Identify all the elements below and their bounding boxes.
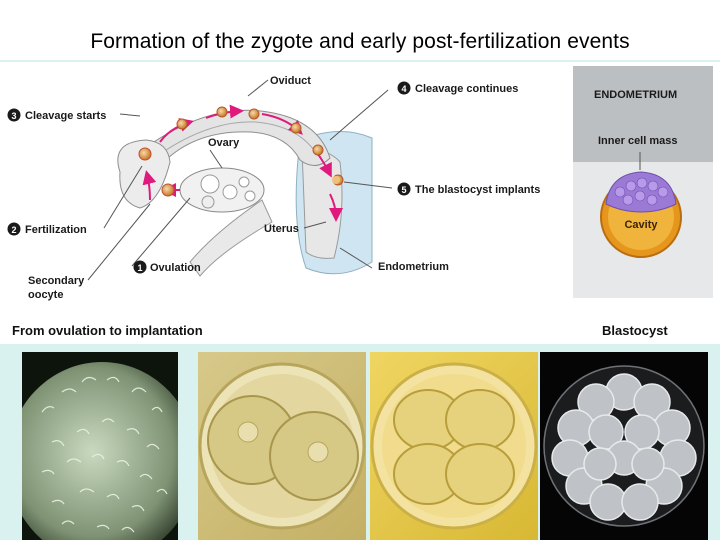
svg-text:The blastocyst implants: The blastocyst implants (415, 184, 540, 196)
secondary-oocyte-cell (162, 184, 174, 196)
photo-two-cell-stage (198, 352, 366, 540)
step-4-cleavage-continues: 4 Cleavage continues (398, 82, 519, 96)
label-uterus: Uterus (264, 223, 299, 235)
endometrium-lining (302, 150, 342, 259)
blastocyst-inset: ENDOMETRIUM Inner cell mass Cavity Blast… (573, 66, 713, 338)
ovary (180, 168, 264, 212)
step-1-ovulation: 1 Ovulation (134, 261, 202, 275)
svg-text:5: 5 (401, 185, 406, 195)
label-secondary: Secondary (28, 275, 85, 287)
label-cavity: Cavity (624, 219, 658, 231)
svg-text:3: 3 (11, 111, 16, 121)
label-oviduct: Oviduct (270, 75, 311, 87)
cleavage-cell-4 (291, 123, 301, 133)
caption-blastocyst: Blastocyst (602, 323, 668, 338)
cleavage-cell-3 (249, 109, 259, 119)
caption-ovulation-implantation: From ovulation to implantation (12, 323, 203, 338)
svg-text:Fertilization: Fertilization (25, 224, 87, 236)
svg-text:Cleavage continues: Cleavage continues (415, 83, 518, 95)
slide-title: Formation of the zygote and early post-f… (0, 30, 720, 54)
photo-four-cell-stage (370, 352, 538, 540)
step-3-cleavage-starts: 3 Cleavage starts (8, 109, 107, 123)
label-endometrium-inset: ENDOMETRIUM (594, 89, 677, 101)
reproduction-diagram: Oviduct Ovary Uterus Endometrium Seconda… (0, 62, 720, 344)
svg-text:Cleavage starts: Cleavage starts (25, 110, 106, 122)
photo-morula (540, 352, 708, 540)
svg-text:Ovulation: Ovulation (150, 262, 201, 274)
svg-text:1: 1 (137, 263, 142, 273)
label-oocyte: oocyte (28, 289, 63, 301)
label-inner-cell-mass: Inner cell mass (598, 135, 678, 147)
morula-cell (313, 145, 323, 155)
cleavage-cell-2 (217, 107, 227, 117)
svg-text:4: 4 (401, 84, 406, 94)
cleavage-cell-1 (177, 119, 187, 129)
implanting-blastocyst (332, 176, 340, 184)
step-2-fertilization: 2 Fertilization (8, 223, 88, 237)
diagram-panel: Oviduct Ovary Uterus Endometrium Seconda… (0, 62, 720, 344)
label-ovary: Ovary (208, 137, 240, 149)
photo-sperm-egg (22, 352, 178, 540)
label-endometrium: Endometrium (378, 261, 449, 273)
zygote-cell (139, 148, 151, 160)
step-5-blastocyst-implants: 5 The blastocyst implants (398, 183, 541, 197)
svg-text:2: 2 (11, 225, 16, 235)
